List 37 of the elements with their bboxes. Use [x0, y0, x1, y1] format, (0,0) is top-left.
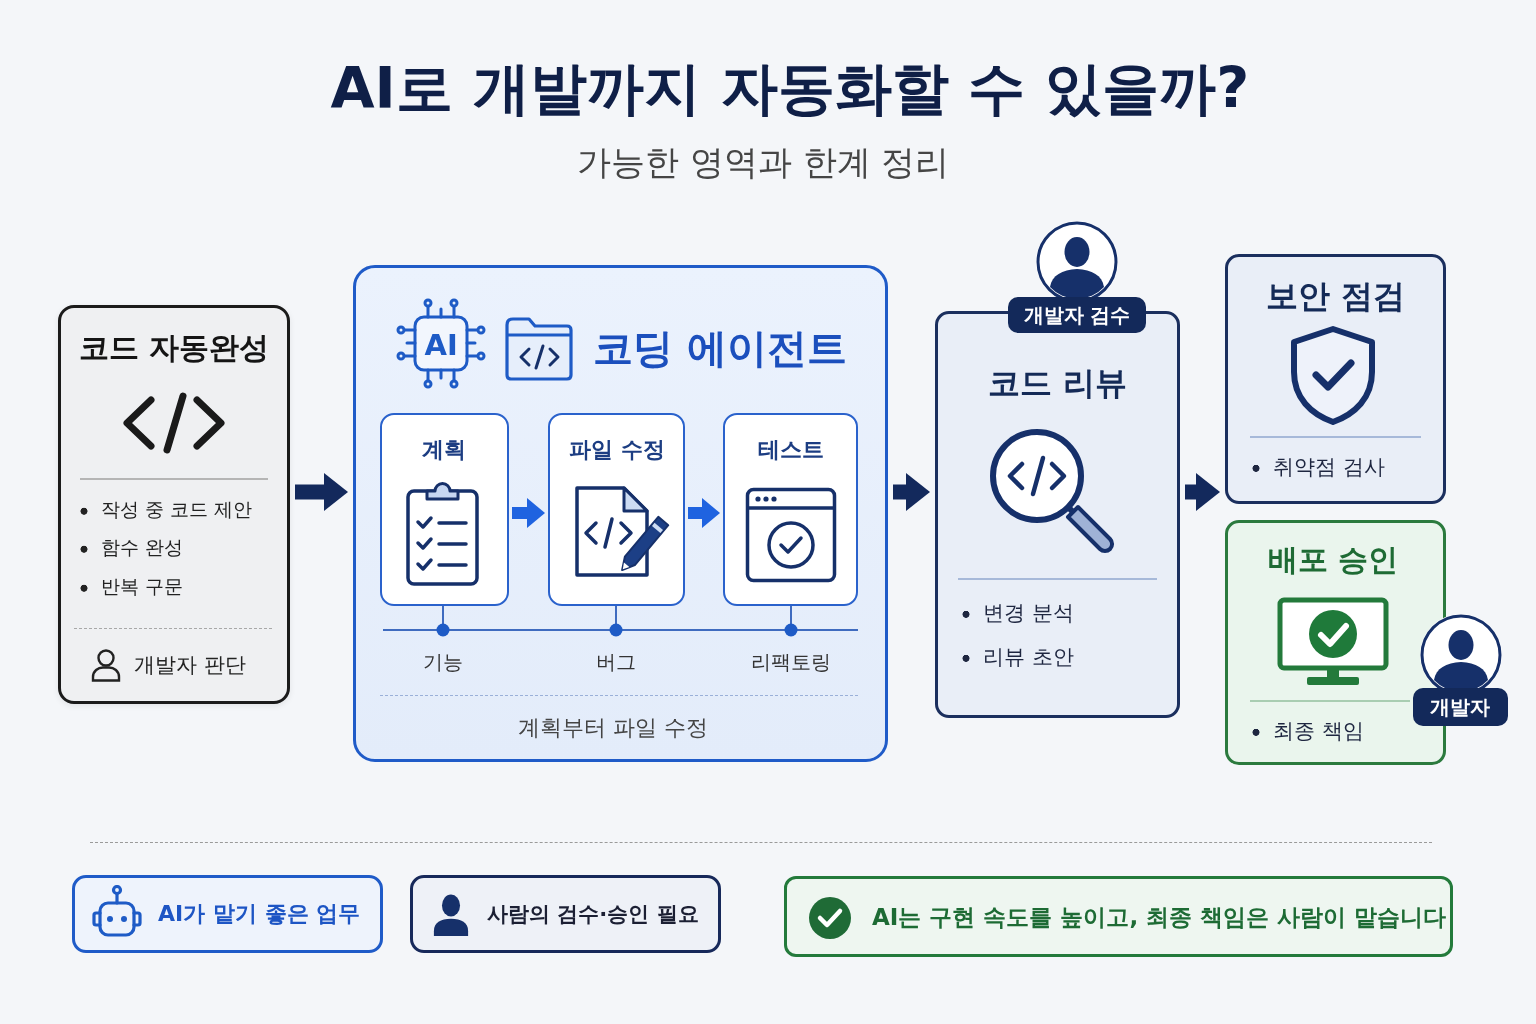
agent-panel	[353, 265, 888, 762]
footer-text: 개발자 판단	[134, 652, 246, 679]
list-item: 작성 중 코드 제안	[80, 498, 253, 522]
panel-title: 코딩 에이전트	[593, 324, 847, 373]
timeline-label: 버그	[596, 649, 636, 675]
step-card	[548, 413, 685, 606]
role-badge	[1413, 688, 1508, 726]
legend-text: AI가 맡기 좋은 업무	[158, 900, 361, 928]
subtitle: 가능한 영역과 한계 정리	[577, 140, 950, 183]
arrow	[512, 498, 545, 528]
role-badge	[1008, 297, 1146, 333]
step-title: 계획	[422, 436, 466, 464]
card-title: 배포 승인	[1268, 541, 1399, 579]
badge-text: 개발자	[1430, 694, 1490, 720]
note-text: AI는 구현 속도를 높이고, 최종 책임은 사람이 맡습니다	[872, 902, 1447, 932]
list-item: 함수 완성	[80, 536, 184, 560]
step-title: 파일 수정	[569, 436, 665, 464]
arrow	[688, 498, 720, 528]
arrow	[893, 473, 930, 511]
card-title: 코드 자동완성	[79, 329, 270, 367]
card-title: 보안 점검	[1265, 276, 1405, 316]
badge-text: 개발자 검수	[1023, 302, 1131, 328]
step-card	[723, 413, 858, 606]
arrow	[295, 473, 348, 511]
chip-label: AI	[424, 327, 458, 364]
legend-text: 사람의 검수·승인 필요	[487, 901, 699, 928]
timeline-label: 기능	[423, 649, 463, 675]
timeline-label: 리팩토링	[751, 649, 831, 675]
panel-caption: 계획부터 파일 수정	[518, 714, 708, 742]
card-title: 코드 리뷰	[987, 363, 1127, 403]
page-title: AI로 개발까지 자동화할 수 있을까?	[330, 53, 1250, 123]
list-item: 반복 구문	[80, 575, 184, 599]
arrow	[1185, 473, 1220, 511]
step-card	[380, 413, 509, 606]
security-card	[1225, 254, 1446, 504]
step-title: 테스트	[758, 436, 824, 464]
feature-card	[58, 305, 290, 704]
